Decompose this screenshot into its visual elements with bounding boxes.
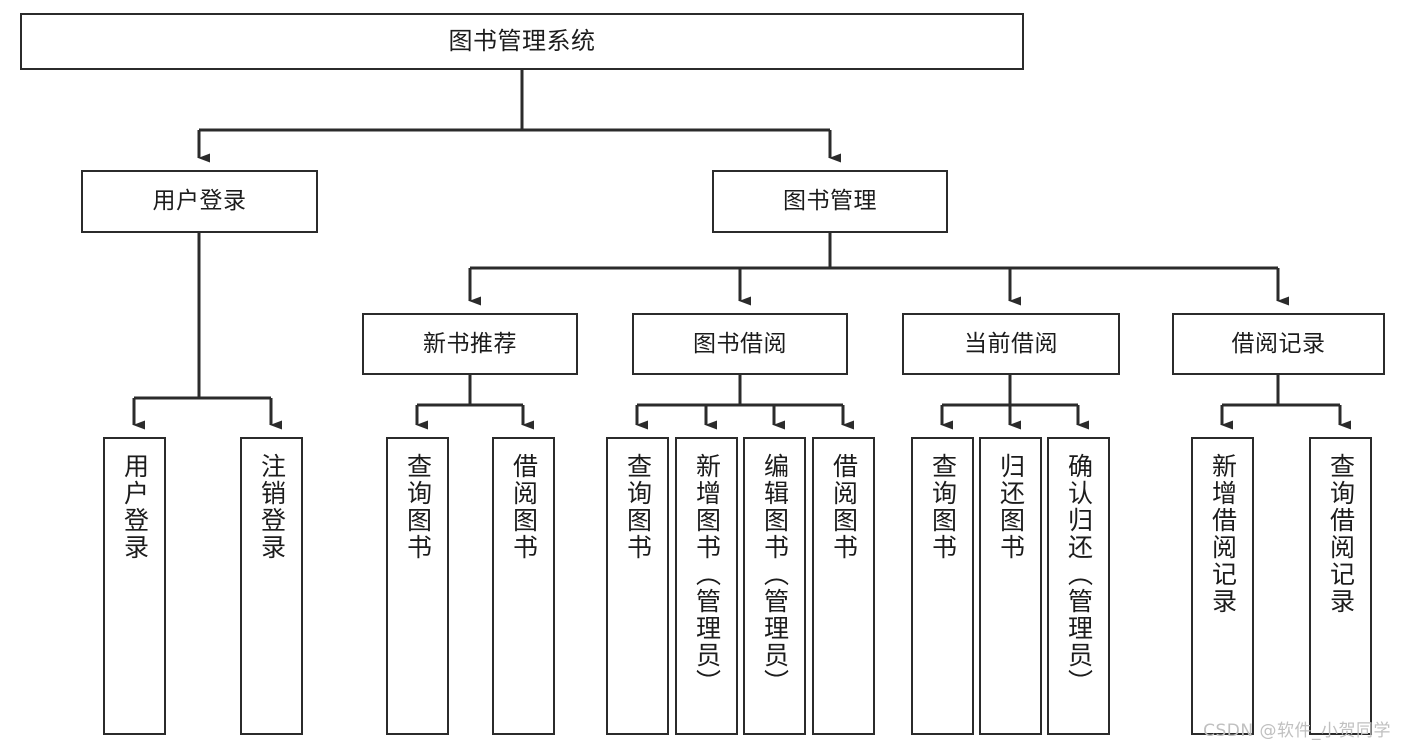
leaf-borrow-query-book[interactable]: 查询图书 [606, 437, 669, 735]
node-label: 图书借阅 [693, 330, 787, 357]
leaf-borrow-borrow-book[interactable]: 借阅图书 [812, 437, 875, 735]
leaf-user-login-signin[interactable]: 用户登录 [103, 437, 166, 735]
node-label: 新书推荐 [423, 330, 517, 357]
node-new-book-recommend[interactable]: 新书推荐 [362, 313, 578, 375]
node-current-borrow[interactable]: 当前借阅 [902, 313, 1120, 375]
leaf-borrow-add-book-admin[interactable]: 新增图书（管理员） [675, 437, 738, 735]
node-label: 用户登录 [120, 453, 150, 561]
leaf-current-return-book[interactable]: 归还图书 [979, 437, 1042, 735]
leaf-current-confirm-return-admin[interactable]: 确认归还（管理员） [1047, 437, 1110, 735]
leaf-record-query-record[interactable]: 查询借阅记录 [1309, 437, 1372, 735]
node-label: 图书管理系统 [448, 26, 596, 55]
leaf-borrow-edit-book-admin[interactable]: 编辑图书（管理员） [743, 437, 806, 735]
node-label: 图书管理 [783, 188, 877, 215]
leaf-record-add-record[interactable]: 新增借阅记录 [1191, 437, 1254, 735]
node-book-borrow[interactable]: 图书借阅 [632, 313, 848, 375]
node-label: 当前借阅 [964, 330, 1058, 357]
leaf-new-book-borrow[interactable]: 借阅图书 [492, 437, 555, 735]
node-label: 查询借阅记录 [1326, 453, 1356, 615]
node-label: 查询图书 [403, 453, 433, 561]
node-book-management[interactable]: 图书管理 [712, 170, 948, 233]
node-user-login[interactable]: 用户登录 [81, 170, 318, 233]
node-label: 查询图书 [623, 453, 653, 561]
leaf-user-login-signout[interactable]: 注销登录 [240, 437, 303, 735]
node-label: 归还图书 [996, 453, 1026, 561]
leaf-current-query-book[interactable]: 查询图书 [911, 437, 974, 735]
node-label: 确认归还（管理员） [1064, 453, 1094, 696]
node-root-system[interactable]: 图书管理系统 [20, 13, 1024, 70]
node-label: 编辑图书（管理员） [760, 453, 790, 696]
node-label: 注销登录 [257, 453, 287, 561]
node-borrow-record[interactable]: 借阅记录 [1172, 313, 1385, 375]
node-label: 用户登录 [152, 188, 247, 215]
node-label: 新增借阅记录 [1208, 453, 1238, 615]
leaf-new-book-query[interactable]: 查询图书 [386, 437, 449, 735]
node-label: 借阅记录 [1231, 330, 1326, 357]
node-label: 借阅图书 [829, 453, 859, 561]
node-label: 新增图书（管理员） [692, 453, 722, 696]
node-label: 借阅图书 [509, 453, 539, 561]
node-label: 查询图书 [928, 453, 958, 561]
csdn-watermark: CSDN @软件_小贺同学 [1203, 721, 1391, 741]
